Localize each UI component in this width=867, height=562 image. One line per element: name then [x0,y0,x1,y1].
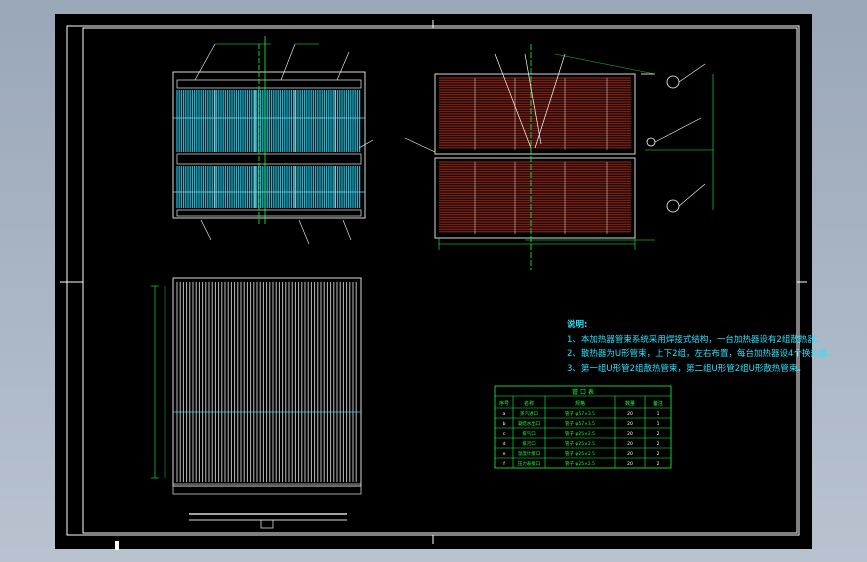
table-cell: 1 [657,421,660,427]
sheet-inner-frame [82,27,798,534]
design-notes: 说明: 1、本加热器管束系统采用焊接式结构，一台加热器设有2组散热器。 2、散热… [567,318,836,376]
table-cell: 排气口 [522,430,536,437]
tube-bank-side-lower [439,161,631,234]
table-cell: 压力表接口 [518,460,541,467]
notes-line: 3、第一组U形管2组散热管束，第二组U形管2组U形散热管束。 [567,363,806,374]
table-cell: 2 [657,451,660,457]
table-cell: 管子 φ57×3.5 [565,410,595,417]
engineering-drawing: 管 口 表 序号 名称 规格 数量 备注 a 蒸汽进口 管子 φ57×3.5 2… [60,20,807,544]
table-cell: f [503,461,505,467]
table-header: 规格 [575,400,585,407]
table-cell: c [503,432,506,437]
table-cell: 20 [627,451,633,457]
tube-bank-upper [176,90,361,152]
table-cell: 2 [657,441,660,447]
table-title: 管 口 表 [572,388,594,396]
table-cell: 蒸汽进口 [520,410,538,417]
notes-line: 1、本加热器管束系统采用焊接式结构，一台加热器设有2组散热器。 [567,334,825,345]
table-cell: 管子 φ25×2.5 [565,430,595,437]
side-view [404,44,714,270]
cad-viewport[interactable]: 管 口 表 序号 名称 规格 数量 备注 a 蒸汽进口 管子 φ57×3.5 2… [55,14,836,550]
plan-view [151,277,362,529]
table-cell: 管子 φ25×2.5 [565,450,595,457]
table-cell: 管子 φ57×3.5 [565,420,595,427]
tube-bank-side-upper [439,77,631,150]
table-cell: e [503,452,506,457]
table-cell: 管子 φ25×2.5 [565,460,595,467]
table-cell: a [503,412,506,417]
cursor-marker [115,541,119,550]
front-view [172,36,374,245]
table-cell: 20 [627,461,633,467]
table-cell: 1 [657,411,660,417]
nozzle-table: 管 口 表 序号 名称 规格 数量 备注 a 蒸汽进口 管子 φ57×3.5 2… [494,385,672,469]
table-header: 名称 [524,400,534,407]
table-cell: 管子 φ25×2.5 [565,440,595,447]
table-header: 备注 [653,400,663,407]
table-cell: 温度计接口 [518,450,541,457]
table-cell: b [503,421,506,427]
table-cell: 排污口 [522,440,536,447]
table-cell: 凝结水出口 [518,420,541,427]
table-cell: 20 [627,421,633,427]
table-header: 序号 [499,400,509,407]
table-cell: 20 [627,431,633,437]
tube-bank-lower [176,166,361,208]
table-cell: d [503,441,506,447]
table-cell: 2 [657,461,660,467]
table-cell: 20 [627,441,633,447]
table-header: 数量 [625,400,635,407]
tube-bank-plan [176,282,357,482]
table-cell: 2 [657,431,660,437]
notes-title: 说明: [567,320,588,330]
notes-line: 2、散热器为U形管束，上下2组，左右布置，每台加热器设4个换热器。 [567,349,836,359]
table-cell: 20 [627,411,633,417]
